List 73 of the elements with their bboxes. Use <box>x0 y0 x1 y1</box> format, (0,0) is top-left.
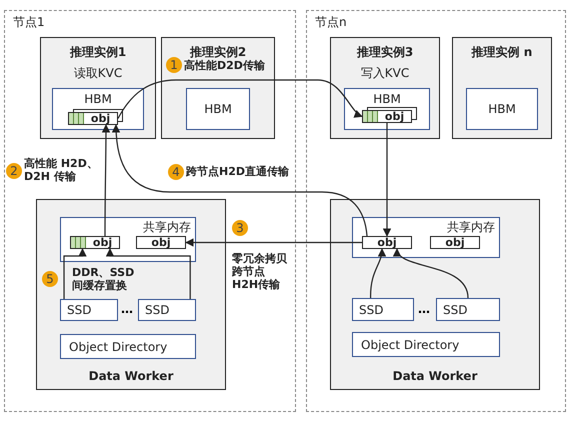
ssd-box <box>60 299 118 321</box>
node-text: Object Directory <box>69 340 168 354</box>
instance-box <box>161 37 275 139</box>
ssd-box <box>138 299 196 321</box>
server-node-frame <box>306 10 566 412</box>
memory-box <box>466 88 538 130</box>
node-text: HBM <box>83 92 113 106</box>
node-text: HBM <box>487 102 517 116</box>
arrow <box>112 124 368 236</box>
step-number-badge: 2 <box>6 163 22 179</box>
arrow <box>382 123 392 237</box>
node-text: SSD <box>67 303 92 317</box>
worker-box <box>330 199 540 390</box>
directory-box <box>60 334 196 359</box>
node-title: 节点n <box>315 15 347 29</box>
node-text: SSD <box>359 302 384 316</box>
worker-box <box>36 199 226 390</box>
object-block <box>362 110 412 123</box>
memory-box <box>52 88 144 130</box>
node-title: 推理实例3 <box>356 45 414 59</box>
node-text: HBM <box>372 92 402 106</box>
memory-box <box>352 217 500 258</box>
node-title: 推理实例1 <box>68 45 128 59</box>
arrow <box>185 238 362 247</box>
ellipsis-text: … <box>418 303 430 315</box>
node-title: Data Worker <box>392 369 478 383</box>
memory-box <box>60 217 196 262</box>
instance-box <box>40 37 156 139</box>
node-title: 节点1 <box>13 15 45 29</box>
node-text: Object Directory <box>361 338 460 352</box>
node-text: obj <box>444 237 466 248</box>
ssd-box <box>352 298 414 321</box>
node-title: Data Worker <box>88 369 174 383</box>
edge-label: 高性能D2D传输 <box>184 59 266 72</box>
edge-label: 零冗余拷贝跨节点 H2H传输 <box>232 252 288 291</box>
node-text: SSD <box>145 303 170 317</box>
node-text: 写入KVC <box>360 66 410 80</box>
node-title: 推理实例2 <box>188 45 248 59</box>
node-text: obj <box>92 237 114 248</box>
arrow <box>117 79 363 119</box>
object-block <box>68 112 118 125</box>
object-block <box>430 236 480 249</box>
ellipsis-text: … <box>121 303 133 315</box>
arrow <box>106 248 191 299</box>
arrow <box>370 248 386 298</box>
memory-box <box>344 88 430 130</box>
node-text: obj <box>90 113 112 124</box>
node-text: 读取KVC <box>72 66 124 80</box>
object-block <box>136 236 186 249</box>
node-text: obj <box>384 111 406 122</box>
instance-box <box>452 37 552 139</box>
step-number-badge: 4 <box>168 164 184 180</box>
node-text: obj <box>150 237 172 248</box>
arrow <box>63 248 87 299</box>
node-text: HBM <box>203 102 233 116</box>
memory-box <box>186 88 250 130</box>
node-title: 共享内存 <box>447 220 495 234</box>
object-block <box>362 236 412 249</box>
edge-label: DDR、SSD间缓存置换 <box>72 266 136 292</box>
server-node-frame <box>4 10 296 412</box>
edge-label: 跨节点H2D直通传输 <box>186 165 290 178</box>
directory-box <box>352 332 500 357</box>
node-title: 推理实例 n <box>470 45 534 59</box>
instance-box <box>330 37 440 139</box>
edge-label: 高性能 H2D、D2H 传输 <box>24 157 98 183</box>
arrow <box>395 248 469 298</box>
step-number-badge: 3 <box>232 220 248 236</box>
object-block <box>70 236 120 249</box>
arrow <box>102 124 110 236</box>
ssd-box <box>436 298 500 321</box>
node-text: obj <box>376 237 398 248</box>
node-title: 共享内存 <box>143 220 191 234</box>
node-text: SSD <box>443 302 468 316</box>
